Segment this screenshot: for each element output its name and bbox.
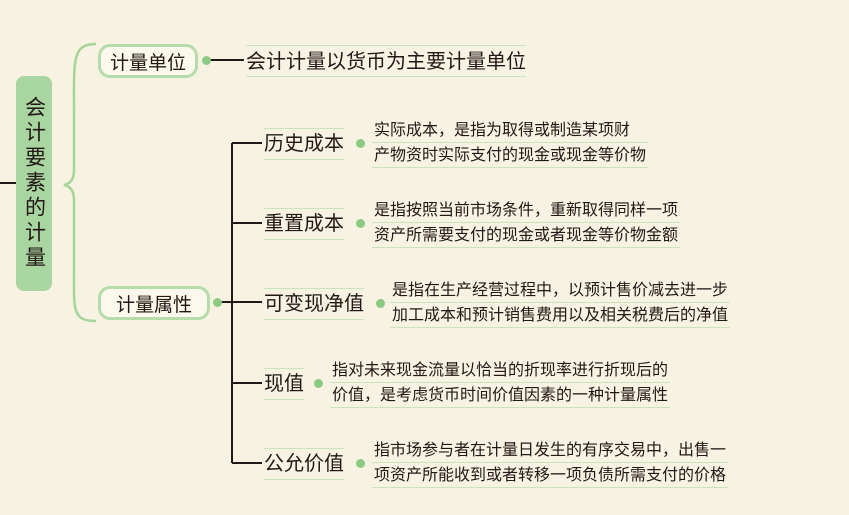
branch-label: 计量属性 bbox=[115, 293, 192, 316]
attribute-description: 指市场参与者在计量日发生的有序交易中，出售一 项资产所能收到或者转移一项负债所需… bbox=[372, 438, 729, 488]
description-line: 资产所需要支付的现金或者现金等价物金额 bbox=[372, 223, 681, 248]
attribute-description: 是指按照当前市场条件，重新取得同样一项 资产所需要支付的现金或者现金等价物金额 bbox=[372, 198, 681, 248]
root-label: 会计要素的计量 bbox=[22, 96, 47, 271]
attribute-description: 是指在生产经营过程中，以预计售价减去进一步 加工成本和预计销售费用以及相关税费后… bbox=[390, 278, 731, 328]
node-dot bbox=[202, 56, 211, 65]
root-brace bbox=[63, 42, 97, 323]
attribute-fair-value: 公允价值 bbox=[264, 448, 344, 480]
root-node: 会计要素的计量 bbox=[16, 76, 52, 291]
attribute-present-value: 现值 bbox=[264, 368, 304, 400]
description-line: 指市场参与者在计量日发生的有序交易中，出售一 bbox=[372, 438, 729, 463]
node-dot bbox=[356, 459, 365, 468]
description-line: 是指按照当前市场条件，重新取得同样一项 bbox=[372, 198, 681, 223]
attribute-description: 实际成本，是指为取得或制造某项财 产物资时实际支付的现金或现金等价物 bbox=[372, 118, 649, 168]
description-line: 项资产所能收到或者转移一项负债所需支付的价格 bbox=[372, 463, 729, 488]
node-dot bbox=[376, 299, 385, 308]
description-line: 指对未来现金流量以恰当的折现率进行折现后的 bbox=[330, 358, 671, 383]
attribute-replacement-cost: 重置成本 bbox=[264, 208, 344, 240]
node-dot bbox=[213, 298, 222, 307]
node-dot bbox=[356, 139, 365, 148]
branch-measurement-attributes: 计量属性 bbox=[98, 286, 210, 320]
description-line: 是指在生产经营过程中，以预计售价减去进一步 bbox=[390, 278, 731, 303]
branch-measurement-unit: 计量单位 bbox=[98, 44, 198, 78]
node-dot bbox=[356, 219, 365, 228]
branch-label: 计量单位 bbox=[109, 51, 186, 74]
description-line: 产物资时实际支付的现金或现金等价物 bbox=[372, 143, 649, 168]
attribute-description: 指对未来现金流量以恰当的折现率进行折现后的 价值，是考虑货币时间价值因素的一种计… bbox=[330, 358, 671, 408]
attribute-net-realizable-value: 可变现净值 bbox=[264, 288, 364, 320]
node-dot bbox=[314, 379, 323, 388]
description-line: 价值，是考虑货币时间价值因素的一种计量属性 bbox=[330, 383, 671, 408]
description-line: 实际成本，是指为取得或制造某项财 bbox=[372, 118, 649, 143]
attribute-historical-cost: 历史成本 bbox=[264, 128, 344, 160]
description-line: 加工成本和预计销售费用以及相关税费后的净值 bbox=[390, 303, 731, 328]
measurement-unit-description: 会计计量以货币为主要计量单位 bbox=[246, 45, 526, 77]
